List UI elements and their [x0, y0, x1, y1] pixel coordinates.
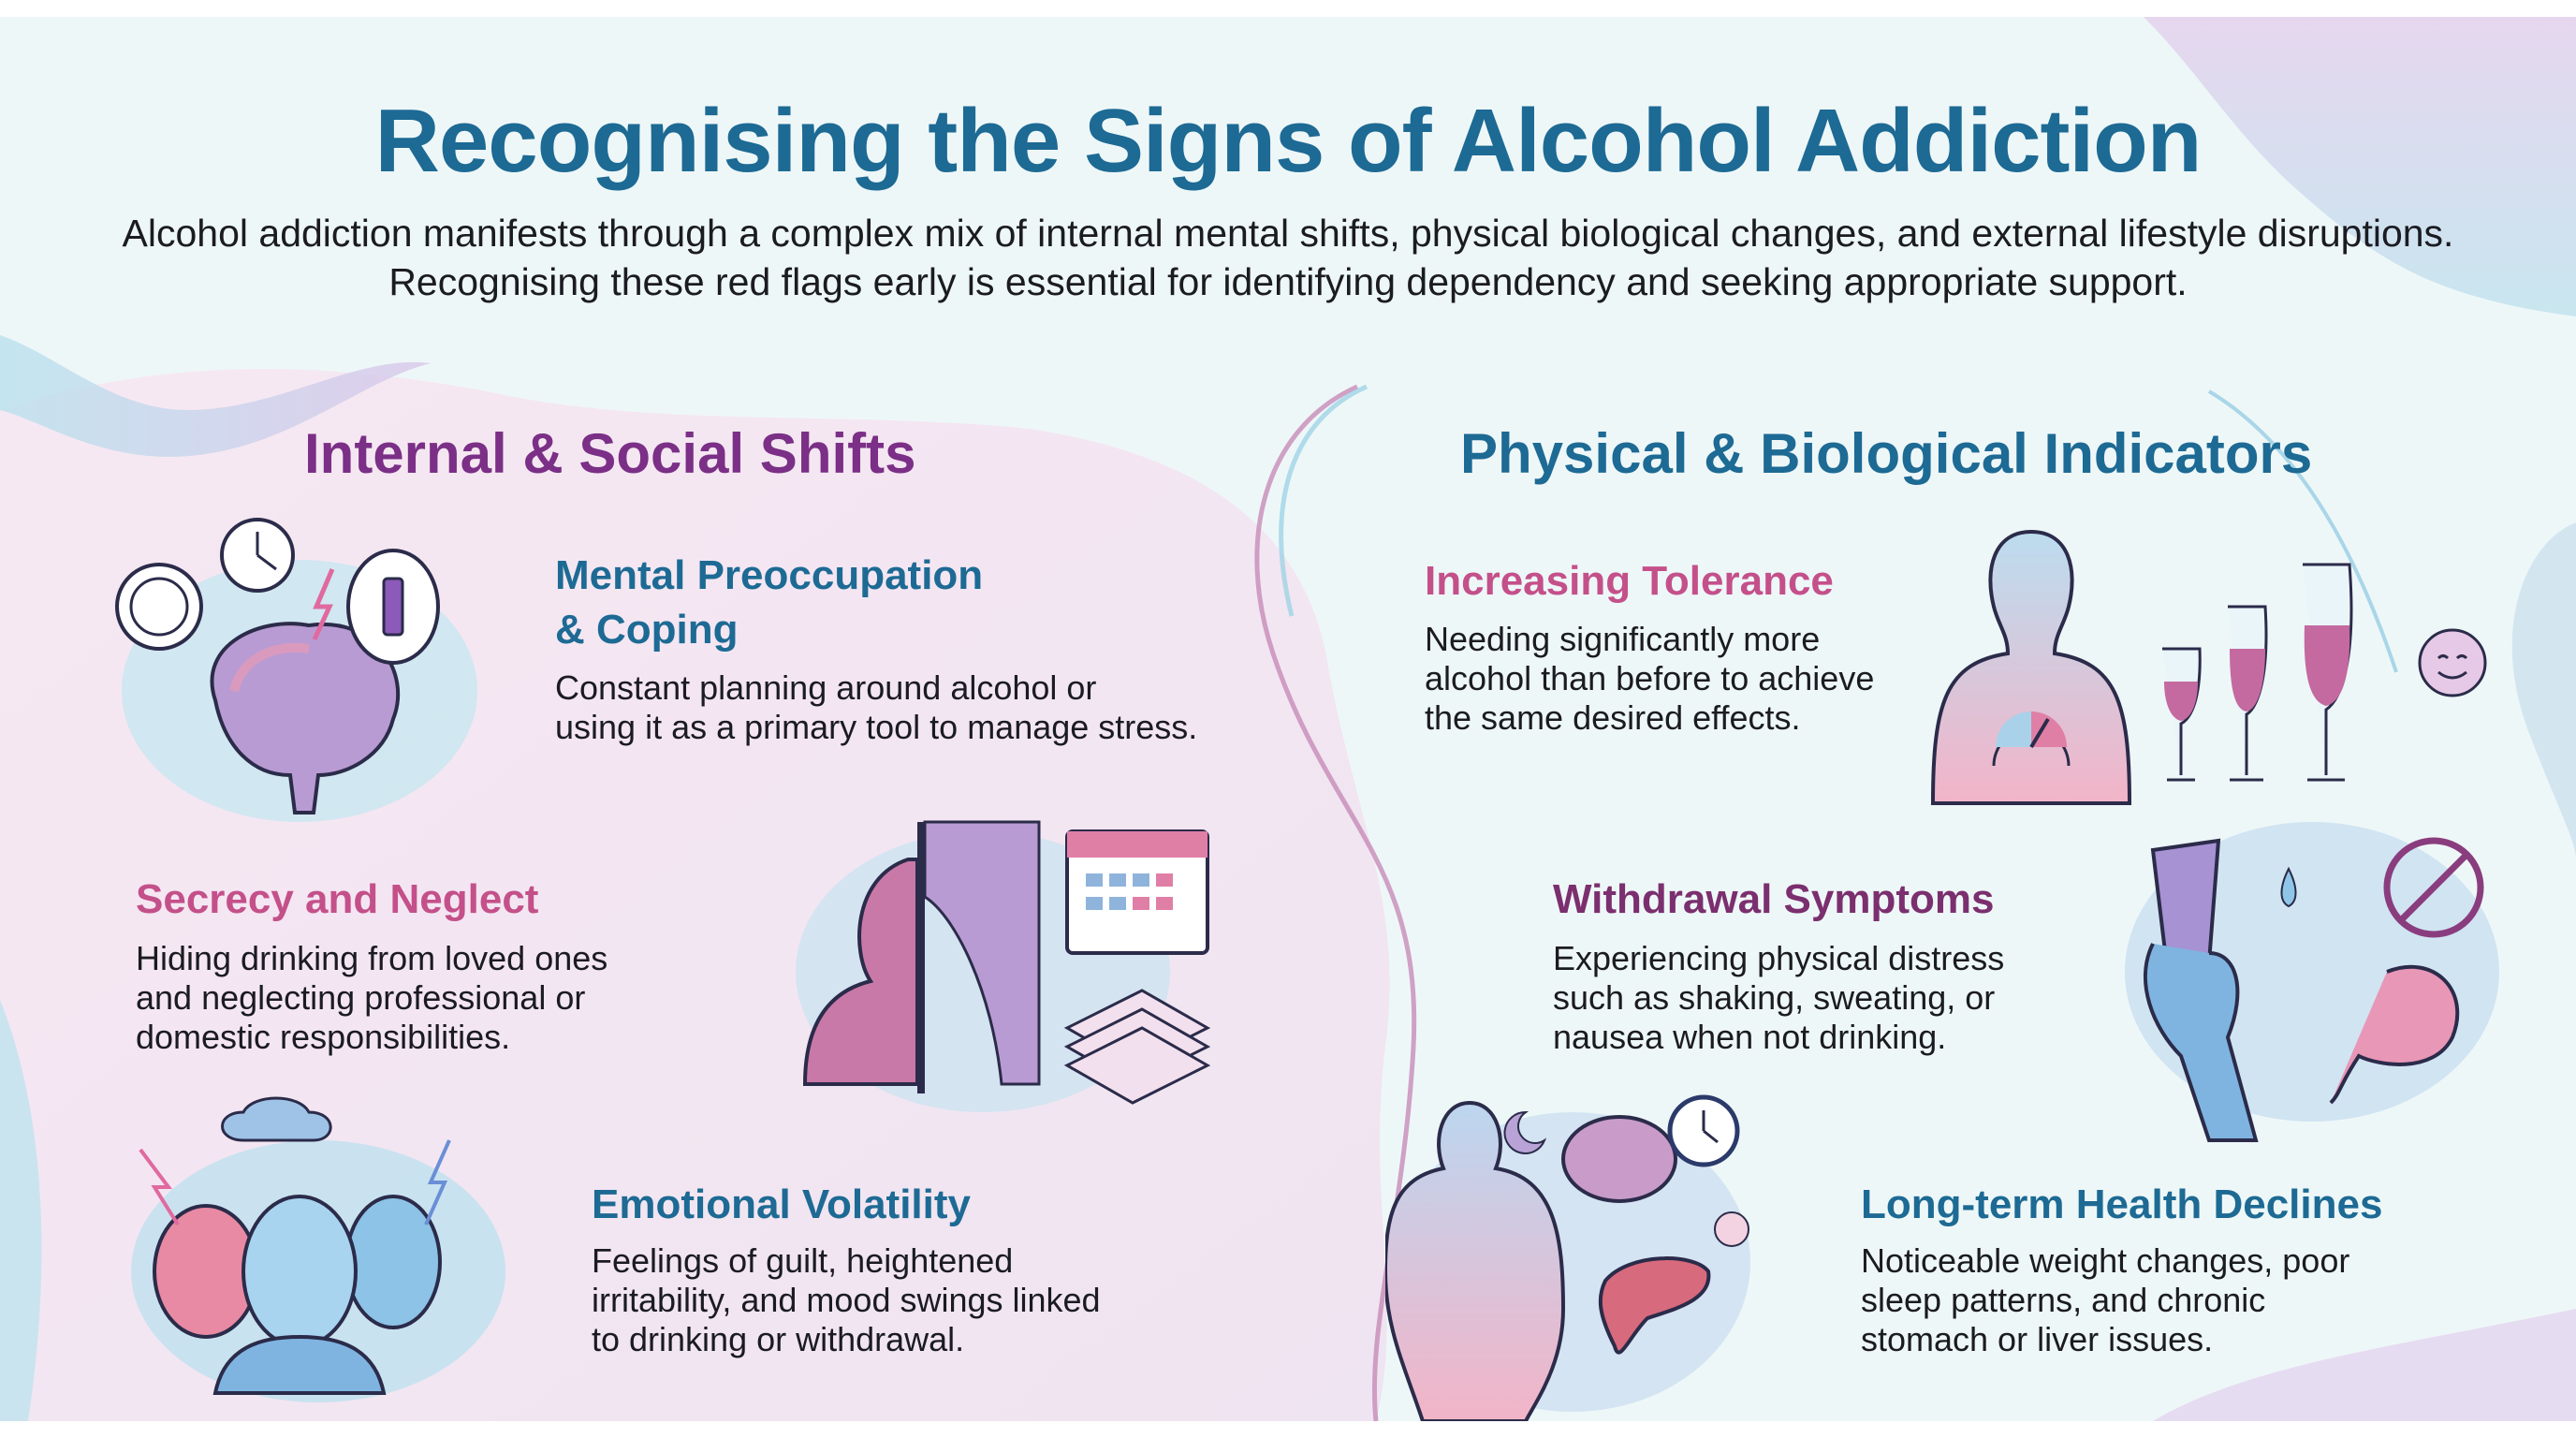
infographic-canvas: Recognising the Signs of Alcohol Addicti… — [0, 17, 2576, 1421]
shaking-hand-stomach-icon — [2125, 822, 2499, 1142]
body-line: Constant planning around alcohol or — [555, 668, 1097, 707]
mood-faces-icon — [131, 1096, 505, 1402]
body-line: and neglecting professional or — [136, 978, 586, 1017]
body-gauge-glasses-icon — [1930, 529, 2487, 805]
body-line: stomach or liver issues. — [1861, 1320, 2214, 1358]
item-body-mental-preoccupation: Constant planning around alcohol or usin… — [555, 668, 1197, 747]
item-body-secrecy-neglect: Hiding drinking from loved ones and negl… — [136, 939, 607, 1057]
item-title-mental-preoccupation: Mental Preoccupation & Coping — [555, 549, 983, 657]
body-line: domestic responsibilities. — [136, 1018, 511, 1056]
item-title-emotional-volatility: Emotional Volatility — [592, 1181, 972, 1227]
hiding-person-calendar-icon — [796, 820, 1211, 1112]
body-line: Noticeable weight changes, poor — [1861, 1241, 2350, 1280]
title-line: Mental Preoccupation — [555, 552, 984, 598]
body-line: Experiencing physical distress — [1553, 939, 2005, 977]
title-line: & Coping — [555, 607, 739, 653]
item-body-long-term-health: Noticeable weight changes, poor sleep pa… — [1861, 1241, 2349, 1359]
body-line: sleep patterns, and chronic — [1861, 1281, 2266, 1319]
body-liver-brain-icon — [1385, 1094, 1750, 1421]
item-title-long-term-health: Long-term Health Declines — [1861, 1181, 2383, 1227]
body-line: irritability, and mood swings linked — [592, 1281, 1101, 1319]
section-heading-physical: Physical & Biological Indicators — [1460, 422, 2313, 485]
body-line: using it as a primary tool to manage str… — [555, 708, 1198, 746]
intro-paragraph: Alcohol addiction manifests through a co… — [122, 212, 2454, 303]
body-line: nausea when not drinking. — [1553, 1018, 1947, 1056]
item-body-emotional-volatility: Feelings of guilt, heightened irritabili… — [592, 1241, 1101, 1359]
page-title: Recognising the Signs of Alcohol Addicti… — [374, 91, 2203, 191]
item-title-increasing-tolerance: Increasing Tolerance — [1425, 558, 1834, 604]
body-line: the same desired effects. — [1425, 698, 1801, 737]
body-line: such as shaking, sweating, or — [1553, 978, 1996, 1017]
body-line: to drinking or withdrawal. — [592, 1320, 965, 1358]
section-heading-internal: Internal & Social Shifts — [304, 422, 916, 485]
item-title-withdrawal-symptoms: Withdrawal Symptoms — [1553, 876, 1995, 922]
body-line: alcohol than before to achieve — [1425, 659, 1875, 697]
body-line: Hiding drinking from loved ones — [136, 939, 608, 977]
body-line: Needing significantly more — [1425, 620, 1821, 658]
body-line: Feelings of guilt, heightened — [592, 1241, 1014, 1280]
brain-thoughts-icon — [115, 518, 477, 822]
item-title-secrecy-neglect: Secrecy and Neglect — [136, 876, 539, 922]
item-body-increasing-tolerance: Needing significantly more alcohol than … — [1425, 620, 1874, 738]
item-body-withdrawal-symptoms: Experiencing physical distress such as s… — [1553, 939, 2004, 1057]
